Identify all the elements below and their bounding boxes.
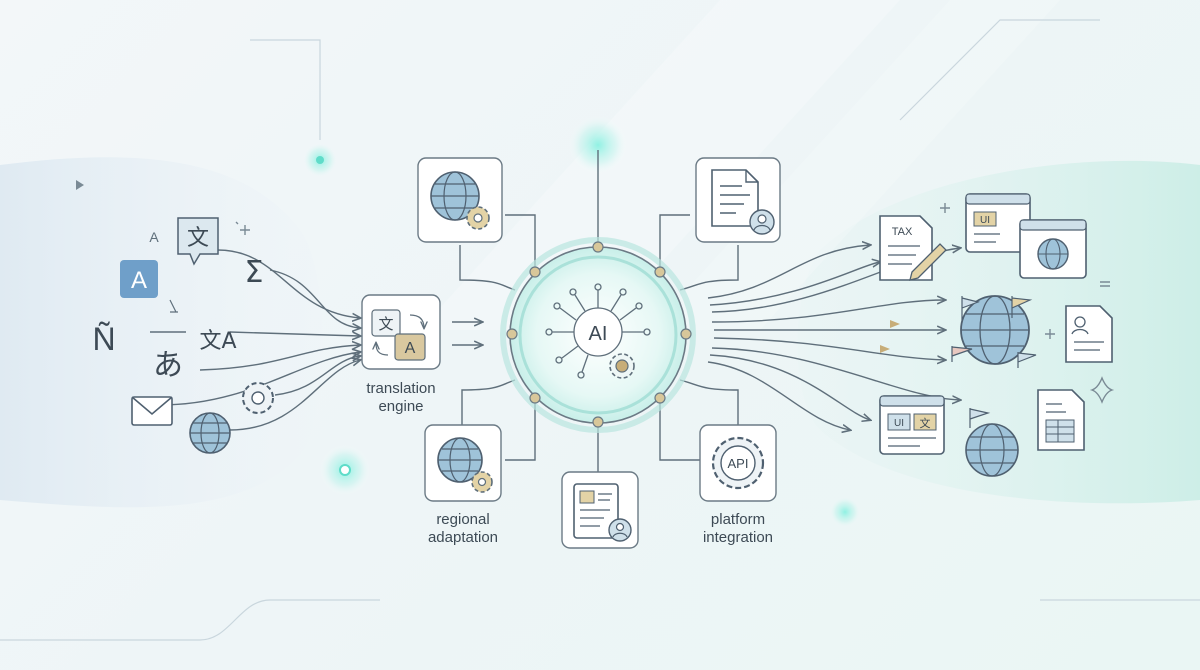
platform-integration-label: platform integration [702, 511, 774, 546]
ui-window-icon: UI [965, 193, 1087, 279]
ai-hub: AI [500, 237, 696, 433]
sigma-glyph: Σ [245, 255, 264, 290]
glow-dot-top [568, 115, 628, 175]
hub-nodes [506, 241, 692, 428]
engine-source-glyph: 文 [378, 315, 393, 333]
envelope-icon [131, 396, 173, 426]
hub-connector-lines [459, 150, 739, 472]
ui-label: UI [980, 215, 990, 226]
enye-glyph: Ñ [92, 321, 115, 357]
gear-icon [242, 382, 274, 414]
latin-a-glyph: A [131, 267, 147, 294]
output-flow-lines [707, 245, 960, 430]
background-stripe [420, 0, 900, 330]
chinese-glyph: 文 [187, 226, 209, 251]
table-document-icon [1037, 389, 1085, 451]
profile-document-icon [1065, 305, 1113, 363]
api-gear-icon: API [711, 436, 765, 490]
engine-target-glyph: A [405, 340, 416, 357]
input-glyphs: A 文 A Σ Ñ 文A あ [92, 217, 274, 454]
input-flow-lines [150, 249, 360, 431]
document-user-box-bottom [561, 471, 639, 549]
glow-dot-bottom-right [829, 496, 861, 528]
latin-a-tile [120, 260, 158, 298]
output-icons: TAX UI [879, 193, 1113, 477]
world-flags-globe-icon [951, 295, 1037, 368]
small-glyph-mark [169, 299, 178, 313]
translate-glyph: 文A [199, 329, 236, 354]
hub-gear-icon [609, 353, 635, 379]
latin-a-small-glyph: A [149, 229, 159, 245]
decorative-lines [0, 19, 1200, 641]
ui-translation-window-icon: UI 文 [879, 395, 945, 455]
globe-gear-icon [430, 171, 490, 230]
globe-gear-box-top [417, 157, 503, 243]
document-user-icon [573, 483, 632, 542]
api-label: API [728, 456, 749, 471]
ui-glyph: 文 [920, 416, 931, 430]
globe-flag-icon [965, 408, 1019, 477]
regional-adaptation-box [424, 424, 502, 502]
hiragana-glyph: あ [153, 348, 183, 383]
ui-label-2: UI [894, 418, 904, 429]
globe-gear-icon [437, 437, 493, 493]
regional-adaptation-label: regional adaptation [427, 511, 499, 546]
globe-icon [189, 412, 231, 454]
sparkle-marks [235, 203, 1115, 404]
background-stripe-2 [650, 0, 1060, 330]
ai-hub-label: AI [589, 323, 608, 345]
chinese-speech-bubble-icon: 文 [177, 217, 219, 266]
tax-label: TAX [892, 226, 913, 238]
platform-integration-box: API [699, 424, 777, 502]
tax-document-icon: TAX [879, 215, 947, 281]
ai-chip-icon [545, 283, 651, 379]
translation-engine-box: 文 A [361, 294, 441, 370]
engine-to-hub-lines [452, 322, 482, 345]
translation-engine-label: translation engine [366, 380, 436, 415]
document-user-box-top [695, 157, 781, 243]
document-user-icon [711, 169, 775, 235]
